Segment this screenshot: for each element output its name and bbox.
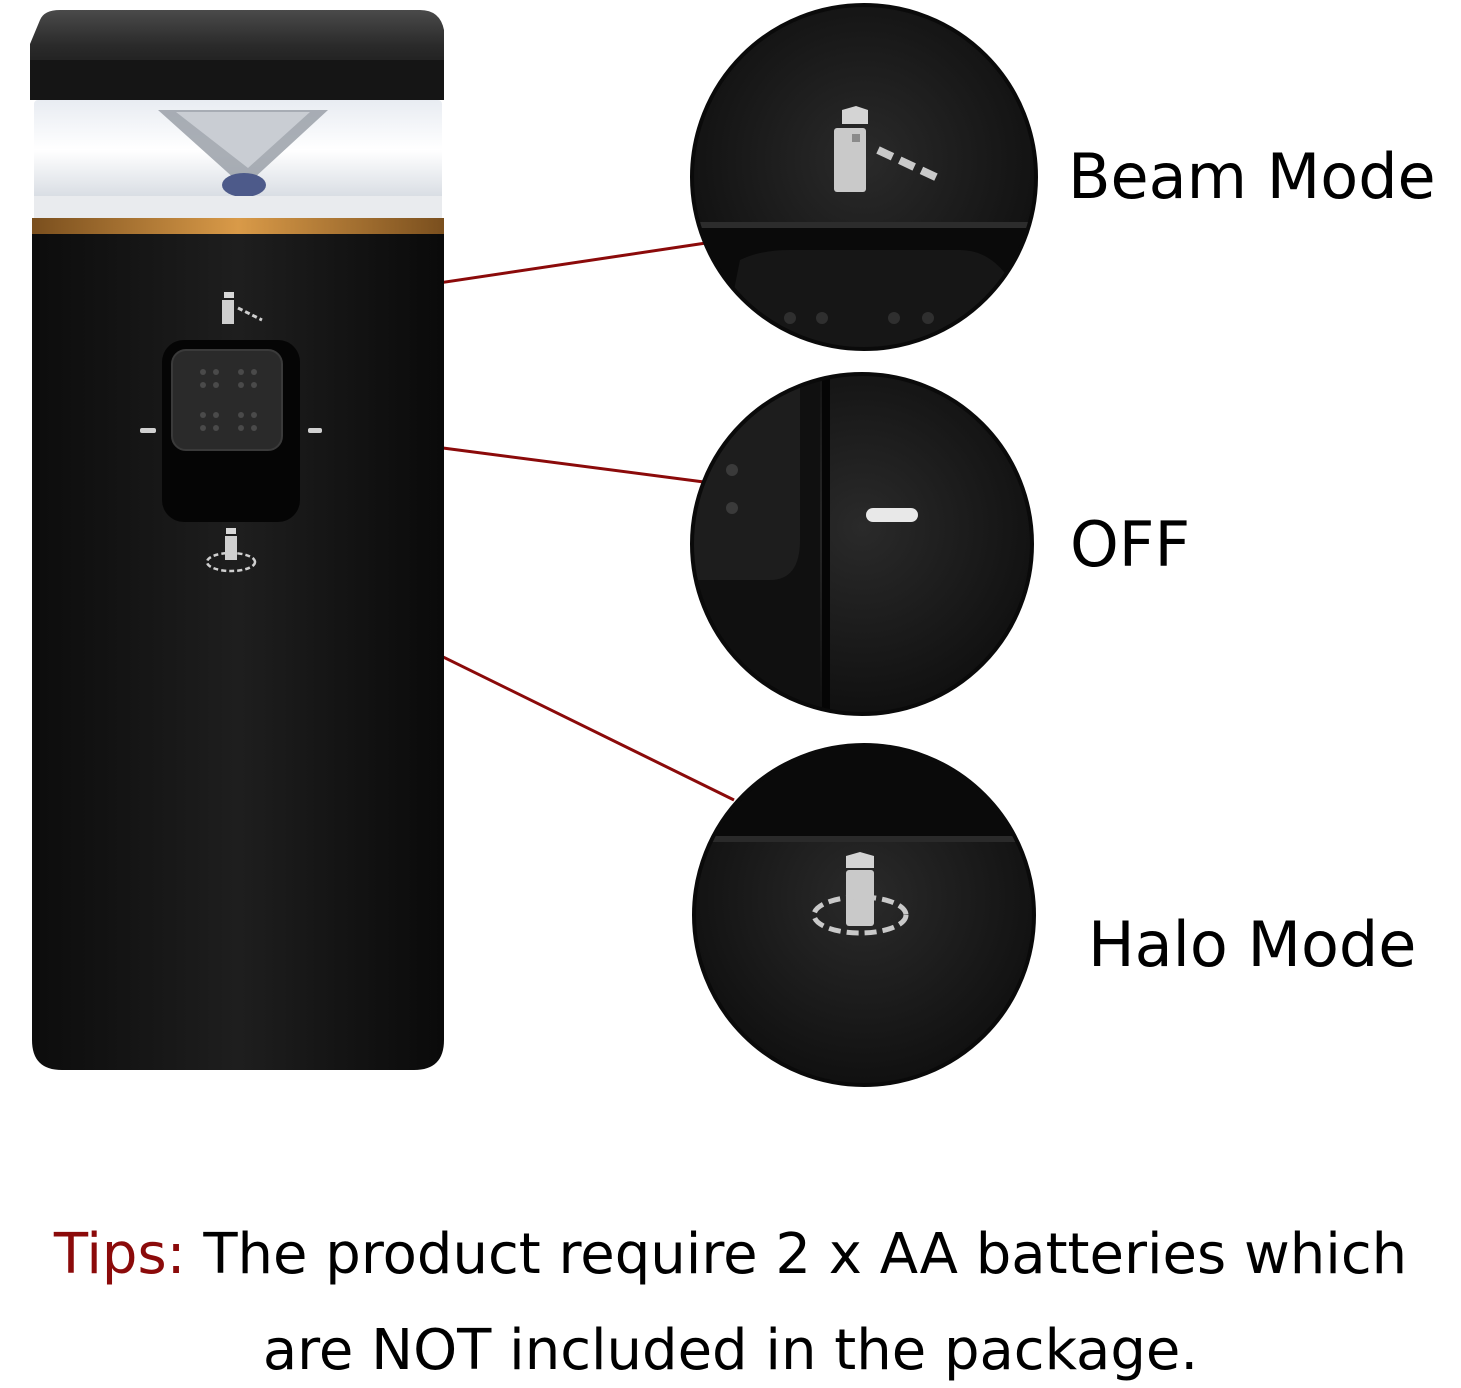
halo-mode-label: Halo Mode [1088, 908, 1417, 981]
tips-text-1: The product require 2 x AA batteries whi… [203, 1222, 1408, 1287]
halo-mode-icon [205, 528, 257, 573]
device-accent-band [32, 218, 444, 234]
zoom-circle-off [690, 372, 1034, 716]
zoom-circle-beam [690, 3, 1038, 351]
off-indicator-icon [140, 428, 156, 433]
tips-line-1: Tips: The product require 2 x AA batteri… [0, 1222, 1461, 1287]
beam-mode-icon [222, 292, 263, 324]
off-label: OFF [1070, 508, 1191, 581]
zoom-circle-halo [692, 743, 1036, 1087]
device [30, 10, 444, 1070]
tips-line-2: are NOT included in the package. [262, 1318, 1199, 1383]
beam-mode-label: Beam Mode [1068, 140, 1436, 213]
tips-prefix: Tips: [53, 1222, 186, 1287]
device-body [32, 234, 444, 1070]
slider-knob [171, 349, 283, 451]
